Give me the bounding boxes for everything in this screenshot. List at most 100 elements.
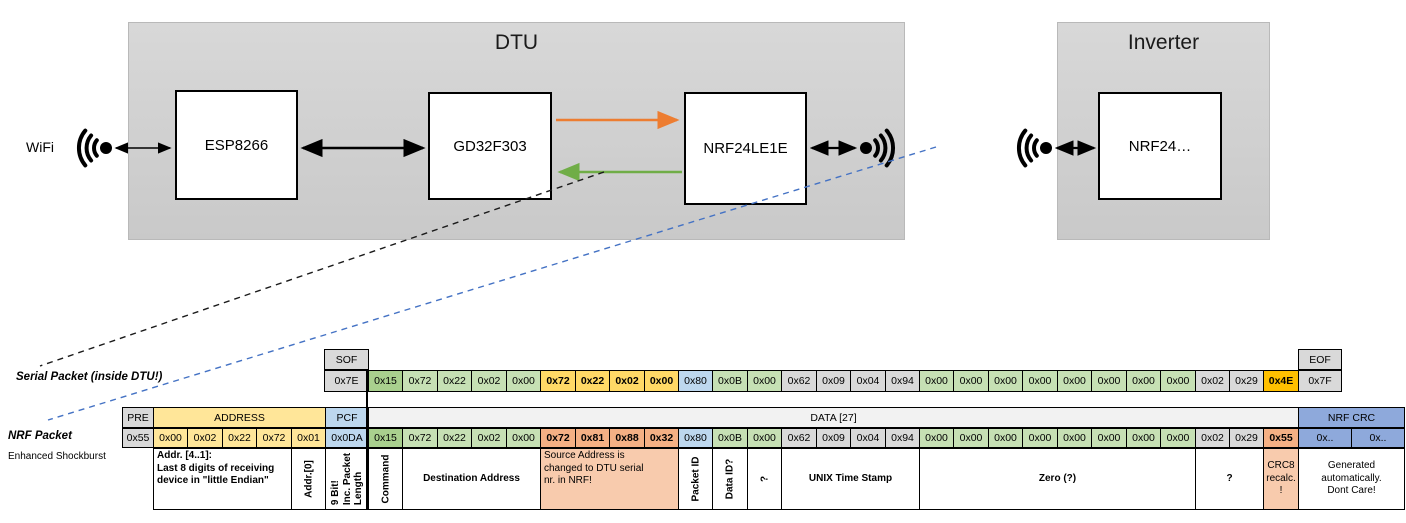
serial-byte-cell: 0x62 [781, 370, 817, 392]
wifi-icon [77, 128, 112, 168]
nrf-packet-sublabel: Enhanced Shockburst [8, 451, 106, 462]
nrf-byte-cell: 0x88 [609, 428, 645, 448]
nrf-byte-cell: 0x09 [816, 428, 851, 448]
inverter-antenna-icon [1017, 128, 1052, 168]
nrf-byte-cell: 0x00 [1022, 428, 1058, 448]
addr-0-note-text: Addr.[0] [302, 460, 314, 498]
nrf-byte-cell: 0x29 [1229, 428, 1264, 448]
serial-byte-cell: 0x72 [540, 370, 576, 392]
serial-byte-cell: 0x00 [1126, 370, 1161, 392]
data-id-note-text: Data ID? [724, 458, 736, 500]
nrf-section-header: ADDRESS [153, 407, 326, 428]
dtu-antenna-icon [860, 128, 895, 168]
esp8266-label: ESP8266 [204, 136, 269, 154]
nrf-byte-cell: 0x.. [1298, 428, 1352, 448]
inverter-container: Inverter [1057, 22, 1270, 240]
unknown-vertical-note-text: ? [758, 475, 770, 483]
inverter-nrf24-box: NRF24… [1098, 92, 1222, 200]
nrf-byte-cell: 0x00 [1057, 428, 1092, 448]
nrf-byte-cell: 0x00 [1126, 428, 1161, 448]
serial-byte-cell: 0x00 [506, 370, 541, 392]
inverter-title: Inverter [1127, 31, 1200, 54]
nrf-byte-cell: 0x22 [222, 428, 257, 448]
serial-callout-dashed-line [39, 171, 605, 367]
destination-note: Destination Address [402, 448, 541, 510]
addr-0-note: Addr.[0] [291, 448, 326, 510]
serial-byte-cell: 0x0B [712, 370, 748, 392]
nrf-byte-cell: 0x02 [471, 428, 507, 448]
command-note-text: Command [379, 454, 391, 504]
nrf-byte-cell: 0x72 [256, 428, 292, 448]
nrf-callout-dashed-line [47, 146, 937, 421]
command-note: Command [368, 448, 403, 510]
nrf-byte-cell: 0x00 [747, 428, 782, 448]
nrf-byte-cell: 0x02 [1195, 428, 1230, 448]
serial-packet-label: Serial Packet (inside DTU!) [16, 371, 163, 383]
nrf24le1e-box: NRF24LE1E [684, 92, 807, 205]
nrf-byte-cell: 0x81 [575, 428, 610, 448]
inverter-nrf24-label: NRF24… [1128, 137, 1192, 155]
serial-byte-cell: 0x00 [953, 370, 989, 392]
nrf24le1e-label: NRF24LE1E [703, 140, 788, 157]
sof-header: SOF [324, 349, 369, 370]
nrf-byte-cell: 0x04 [850, 428, 886, 448]
wifi-label: WiFi [26, 139, 54, 155]
serial-byte-cell: 0x15 [368, 370, 403, 392]
nrf-byte-cell: 0x80 [678, 428, 713, 448]
unix-timestamp-note: UNIX Time Stamp [781, 448, 920, 510]
nrf-section-header: PCF [325, 407, 369, 428]
nrf-byte-cell: 0x00 [153, 428, 188, 448]
nrf-byte-cell: 0x15 [368, 428, 403, 448]
serial-byte-cell: 0x02 [471, 370, 507, 392]
nrf-byte-cell: 0x02 [187, 428, 223, 448]
serial-byte-cell: 0x04 [850, 370, 886, 392]
nrf-byte-cell: 0x72 [402, 428, 438, 448]
packet-id-note-text: Packet ID [689, 456, 701, 502]
nrf-byte-cell: 0x32 [644, 428, 679, 448]
data-id-note: Data ID? [712, 448, 748, 510]
nrf-byte-cell: 0x0DA [325, 428, 369, 448]
dtu-title: DTU [494, 31, 539, 54]
nrf-byte-cell: 0x.. [1351, 428, 1405, 448]
nrf-byte-cell: 0x00 [919, 428, 954, 448]
serial-byte-cell: 0x00 [1091, 370, 1127, 392]
nrf-byte-cell: 0x00 [506, 428, 541, 448]
nrf-byte-cell: 0x01 [291, 428, 326, 448]
serial-byte-cell: 0x80 [678, 370, 713, 392]
nrf-section-header: PRE [122, 407, 154, 428]
gd32f303-label: GD32F303 [453, 137, 527, 155]
serial-byte-cell: 0x7F [1298, 370, 1342, 392]
serial-byte-cell: 0x29 [1229, 370, 1264, 392]
serial-byte-cell: 0x94 [885, 370, 920, 392]
serial-byte-cell: 0x7E [324, 370, 369, 392]
serial-byte-cell: 0x00 [1057, 370, 1092, 392]
nrf-byte-cell: 0x0B [712, 428, 748, 448]
packet-id-note: Packet ID [678, 448, 713, 510]
serial-byte-cell: 0x00 [1160, 370, 1196, 392]
serial-byte-cell: 0x02 [609, 370, 645, 392]
serial-byte-cell: 0x00 [747, 370, 782, 392]
nrf-byte-cell: 0x00 [1091, 428, 1127, 448]
esp8266-box: ESP8266 [175, 90, 298, 200]
nrf-byte-cell: 0x55 [1263, 428, 1299, 448]
nrf-byte-cell: 0x94 [885, 428, 920, 448]
nrf-byte-cell: 0x00 [1160, 428, 1196, 448]
serial-byte-cell: 0x02 [1195, 370, 1230, 392]
nrf-section-header: DATA [27] [368, 407, 1299, 428]
nrf-byte-cell: 0x00 [953, 428, 989, 448]
nrf-section-header: NRF CRC [1298, 407, 1405, 428]
unknown-vertical-note: ? [747, 448, 782, 510]
nrf-byte-cell: 0x00 [988, 428, 1023, 448]
eof-header: EOF [1298, 349, 1342, 370]
nrf-byte-cell: 0x55 [122, 428, 154, 448]
serial-byte-cell: 0x22 [437, 370, 472, 392]
serial-byte-cell: 0x00 [1022, 370, 1058, 392]
nrf-byte-cell: 0x62 [781, 428, 817, 448]
